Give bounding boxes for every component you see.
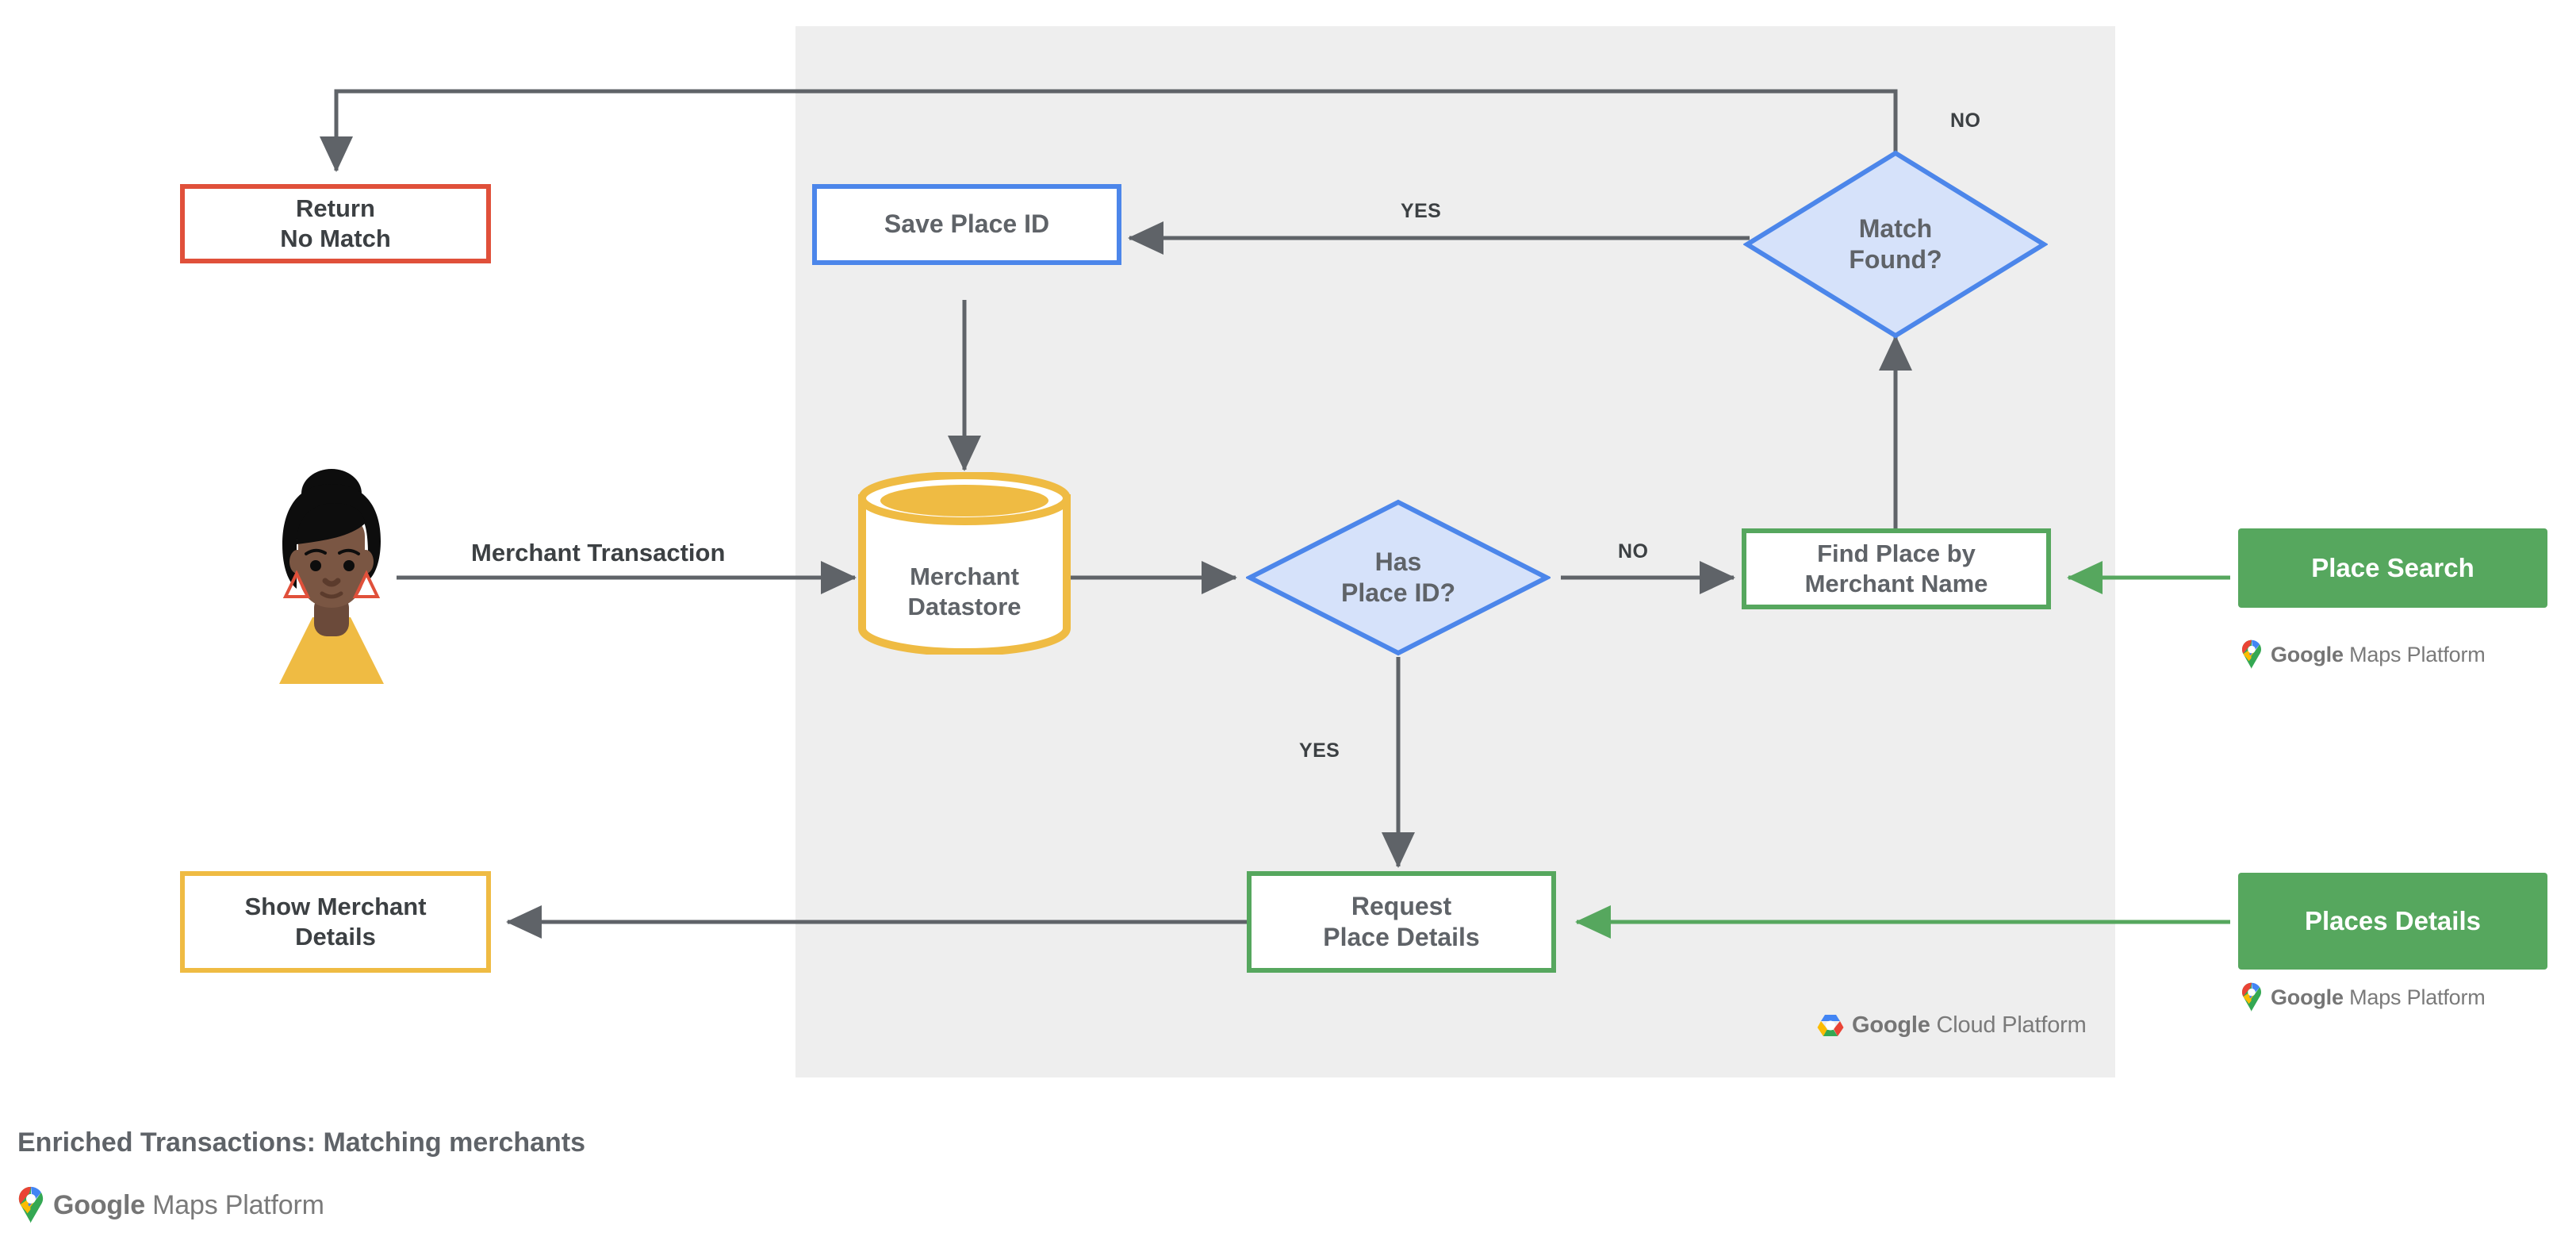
- edge-label-merchant-transaction: Merchant Transaction: [471, 539, 726, 566]
- edge-label-match-found-yes: YES: [1401, 200, 1442, 222]
- logo-word-google: Google: [2271, 642, 2344, 666]
- maps-pin-icon: [18, 1186, 44, 1223]
- maps-platform-logo-text: Google Maps Platform: [2271, 985, 2486, 1010]
- node-save-place-id[interactable]: Save Place ID: [812, 184, 1121, 265]
- node-places-details[interactable]: Places Details: [2238, 873, 2547, 970]
- footer-maps-platform-logo: Google Maps Platform: [16, 1186, 324, 1224]
- node-merchant-datastore-label: Merchant Datastore: [857, 472, 1072, 683]
- footer-logo-text: Google Maps Platform: [53, 1190, 324, 1221]
- cloud-hexagon-icon: [1817, 1014, 1844, 1036]
- node-match-found-line1: Match: [1858, 213, 1933, 243]
- maps-platform-logo-place-search: Google Maps Platform: [2240, 639, 2486, 670]
- node-has-place-id-line1: Has: [1374, 547, 1422, 576]
- match-found-diamond-shape: [1743, 150, 2048, 339]
- logo-word-maps-platform: Maps Platform: [2349, 642, 2486, 666]
- edge-label-has-place-id-yes: YES: [1299, 739, 1340, 762]
- maps-pin-icon: [2242, 982, 2261, 1012]
- node-save-place-id-label: Save Place ID: [884, 209, 1050, 239]
- logo-word-google: Google: [2271, 985, 2344, 1009]
- node-show-merchant-details-label: Show Merchant Details: [244, 892, 426, 952]
- cloud-platform-logo-text: Google Cloud Platform: [1852, 1012, 2087, 1039]
- user-avatar-illustration: [279, 469, 384, 684]
- logo-word-maps-platform: Maps Platform: [2349, 985, 2486, 1009]
- node-find-place-line2: Merchant Name: [1804, 570, 1988, 597]
- node-places-details-label: Places Details: [2305, 905, 2481, 935]
- node-request-place-details-label: Request Place Details: [1323, 891, 1479, 953]
- node-place-search[interactable]: Place Search: [2238, 528, 2547, 608]
- node-find-place-by-merchant-name[interactable]: Find Place by Merchant Name: [1742, 528, 2051, 609]
- node-place-search-label: Place Search: [2311, 552, 2474, 582]
- node-match-found-label: Match Found?: [1743, 149, 2048, 340]
- node-merchant-datastore[interactable]: Merchant Datastore: [857, 472, 1072, 655]
- node-show-merchant-details[interactable]: Show Merchant Details: [180, 871, 491, 973]
- maps-platform-logo-places-details: Google Maps Platform: [2240, 982, 2486, 1012]
- avatar: [262, 462, 401, 684]
- node-return-no-match-line1: Return: [296, 194, 375, 223]
- node-show-merchant-details-line1: Show Merchant: [244, 893, 427, 921]
- page-title: Enriched Transactions: Matching merchant…: [17, 1127, 586, 1158]
- node-has-place-id[interactable]: Has Place ID?: [1246, 498, 1551, 657]
- node-find-place-by-merchant-name-label: Find Place by Merchant Name: [1805, 539, 1988, 599]
- logo-word-google: Google: [53, 1189, 145, 1220]
- node-merchant-datastore-line1: Merchant: [910, 563, 1019, 591]
- node-match-found[interactable]: Match Found?: [1743, 149, 2048, 340]
- google-cloud-platform-logo: Google Cloud Platform: [1816, 1012, 2087, 1039]
- node-request-place-details-line1: Request: [1351, 891, 1452, 920]
- node-return-no-match-label: Return No Match: [280, 194, 391, 254]
- node-find-place-line1: Find Place by: [1817, 540, 1976, 568]
- maps-platform-logo-text: Google Maps Platform: [2271, 643, 2486, 667]
- node-request-place-details-line2: Place Details: [1323, 923, 1480, 951]
- node-match-found-line2: Found?: [1849, 245, 1942, 274]
- logo-word-google: Google: [1852, 1012, 1930, 1038]
- logo-word-maps-platform: Maps Platform: [152, 1189, 324, 1220]
- node-merchant-datastore-line2: Datastore: [907, 593, 1022, 620]
- edge-label-match-found-no: NO: [1950, 109, 1981, 132]
- has-place-id-diamond-shape: [1246, 499, 1551, 656]
- node-request-place-details[interactable]: Request Place Details: [1247, 871, 1556, 973]
- node-has-place-id-label: Has Place ID?: [1246, 498, 1551, 657]
- node-return-no-match[interactable]: Return No Match: [180, 184, 491, 263]
- logo-word-cloud-platform: Cloud Platform: [1936, 1012, 2087, 1038]
- merchant-datastore-cylinder-shape: [858, 472, 1071, 655]
- node-has-place-id-line2: Place ID?: [1340, 578, 1456, 607]
- edge-label-has-place-id-no: NO: [1618, 540, 1649, 563]
- node-show-merchant-details-line2: Details: [295, 923, 376, 951]
- maps-pin-icon: [2242, 639, 2261, 669]
- node-return-no-match-line2: No Match: [280, 225, 391, 252]
